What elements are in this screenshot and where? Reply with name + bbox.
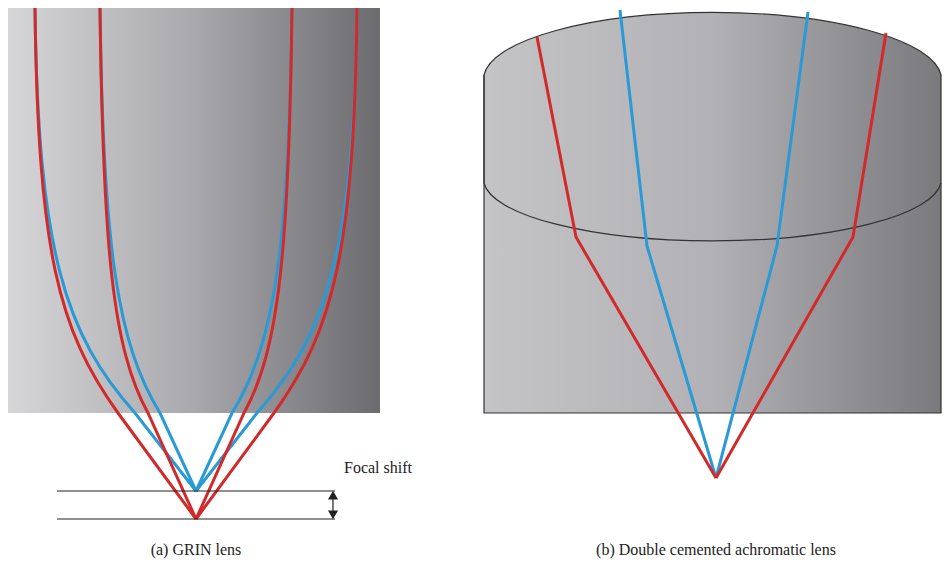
doublet-lens [484, 12, 941, 413]
caption-b: (b) Double cemented achromatic lens [596, 540, 836, 559]
grin-rays [35, 8, 357, 519]
focal-shift-marker [57, 491, 337, 519]
doublet-rays [537, 10, 886, 478]
focal-shift-label: Focal shift [344, 458, 412, 477]
caption-a: (a) GRIN lens [151, 540, 242, 559]
grin-rod [8, 8, 380, 413]
